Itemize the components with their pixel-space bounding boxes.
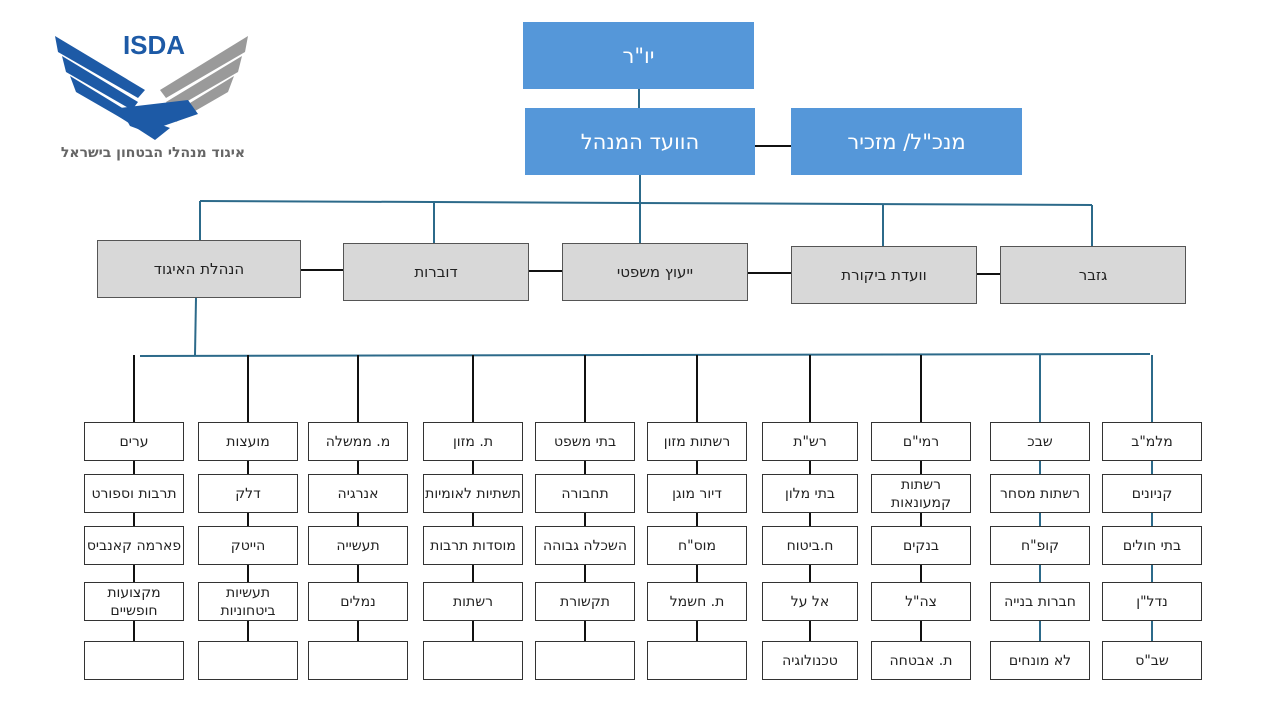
sector-item: תעשייה	[308, 526, 408, 565]
sector-item: תרבות וספורט	[84, 474, 184, 513]
board-box: הוועד המנהל	[525, 108, 755, 175]
sector-item: קופ"ח	[990, 526, 1090, 565]
isda-logo: ISDA	[55, 30, 248, 140]
sector-item: מקצועות חופשיים	[84, 582, 184, 621]
audit-committee-box: וועדת ביקורת	[791, 246, 977, 304]
management-box: הנהלת האיגוד	[97, 240, 301, 298]
logo-wing-right	[160, 36, 248, 98]
sector-item: רשתות מסחר	[990, 474, 1090, 513]
sector-item: דלק	[198, 474, 298, 513]
sector-header: ערים	[84, 422, 184, 461]
sector-item	[198, 641, 298, 680]
sector-header: רמי"ם	[871, 422, 971, 461]
sector-header: ת. מזון	[423, 422, 523, 461]
sector-item: רשתות	[423, 582, 523, 621]
logo-acronym: ISDA	[123, 30, 185, 60]
spokesperson-box: דוברות	[343, 243, 529, 301]
sector-item: אל על	[762, 582, 858, 621]
logo-handshake	[120, 100, 198, 132]
sector-item: בנקים	[871, 526, 971, 565]
chair-box: יו"ר	[523, 22, 754, 89]
connector-line	[199, 200, 1093, 206]
logo-wing-left	[55, 36, 145, 98]
sector-item: מוסדות תרבות	[423, 526, 523, 565]
sector-item: קניונים	[1102, 474, 1202, 513]
legal-advice-box: ייעוץ משפטי	[562, 243, 748, 301]
sector-item: אנרגיה	[308, 474, 408, 513]
sector-item: פארמה קאנביס	[84, 526, 184, 565]
sector-item: השכלה גבוהה	[535, 526, 635, 565]
sector-item: שב"ס	[1102, 641, 1202, 680]
sector-item: הייטק	[198, 526, 298, 565]
sector-item	[535, 641, 635, 680]
connector-line	[139, 353, 1151, 357]
sector-item: תחבורה	[535, 474, 635, 513]
sector-item: טכנולוגיה	[762, 641, 858, 680]
sector-item: מוס"ח	[647, 526, 747, 565]
sector-item: צה"ל	[871, 582, 971, 621]
sector-header: רשתות מזון	[647, 422, 747, 461]
sector-item: נמלים	[308, 582, 408, 621]
sector-item: תעשיות ביטחוניות	[198, 582, 298, 621]
sector-item: רשתות קמעונאות	[871, 474, 971, 513]
sector-header: שבכ	[990, 422, 1090, 461]
sector-header: בתי משפט	[535, 422, 635, 461]
ceo-box: מנכ"ל/ מזכיר	[791, 108, 1022, 175]
sector-item: תקשורת	[535, 582, 635, 621]
sector-item	[647, 641, 747, 680]
sector-header: מלמ"ב	[1102, 422, 1202, 461]
sector-item: ח.ביטוח	[762, 526, 858, 565]
sector-item: בתי חולים	[1102, 526, 1202, 565]
sector-item: דיור מוגן	[647, 474, 747, 513]
sector-header: מועצות	[198, 422, 298, 461]
sector-header: מ. ממשלה	[308, 422, 408, 461]
logo-name: איגוד מנהלי הבטחון בישראל	[60, 145, 246, 161]
sector-item: חברות בנייה	[990, 582, 1090, 621]
sector-item: לא מונחים	[990, 641, 1090, 680]
sector-item: בתי מלון	[762, 474, 858, 513]
connector-line	[194, 297, 197, 356]
sector-item: ת. חשמל	[647, 582, 747, 621]
sector-item	[308, 641, 408, 680]
sector-item	[423, 641, 523, 680]
sector-item: תשתיות לאומיות	[423, 474, 523, 513]
treasurer-box: גזבר	[1000, 246, 1186, 304]
sector-item: ת. אבטחה	[871, 641, 971, 680]
sector-header: רש"ת	[762, 422, 858, 461]
sector-item	[84, 641, 184, 680]
sector-item: נדל"ן	[1102, 582, 1202, 621]
